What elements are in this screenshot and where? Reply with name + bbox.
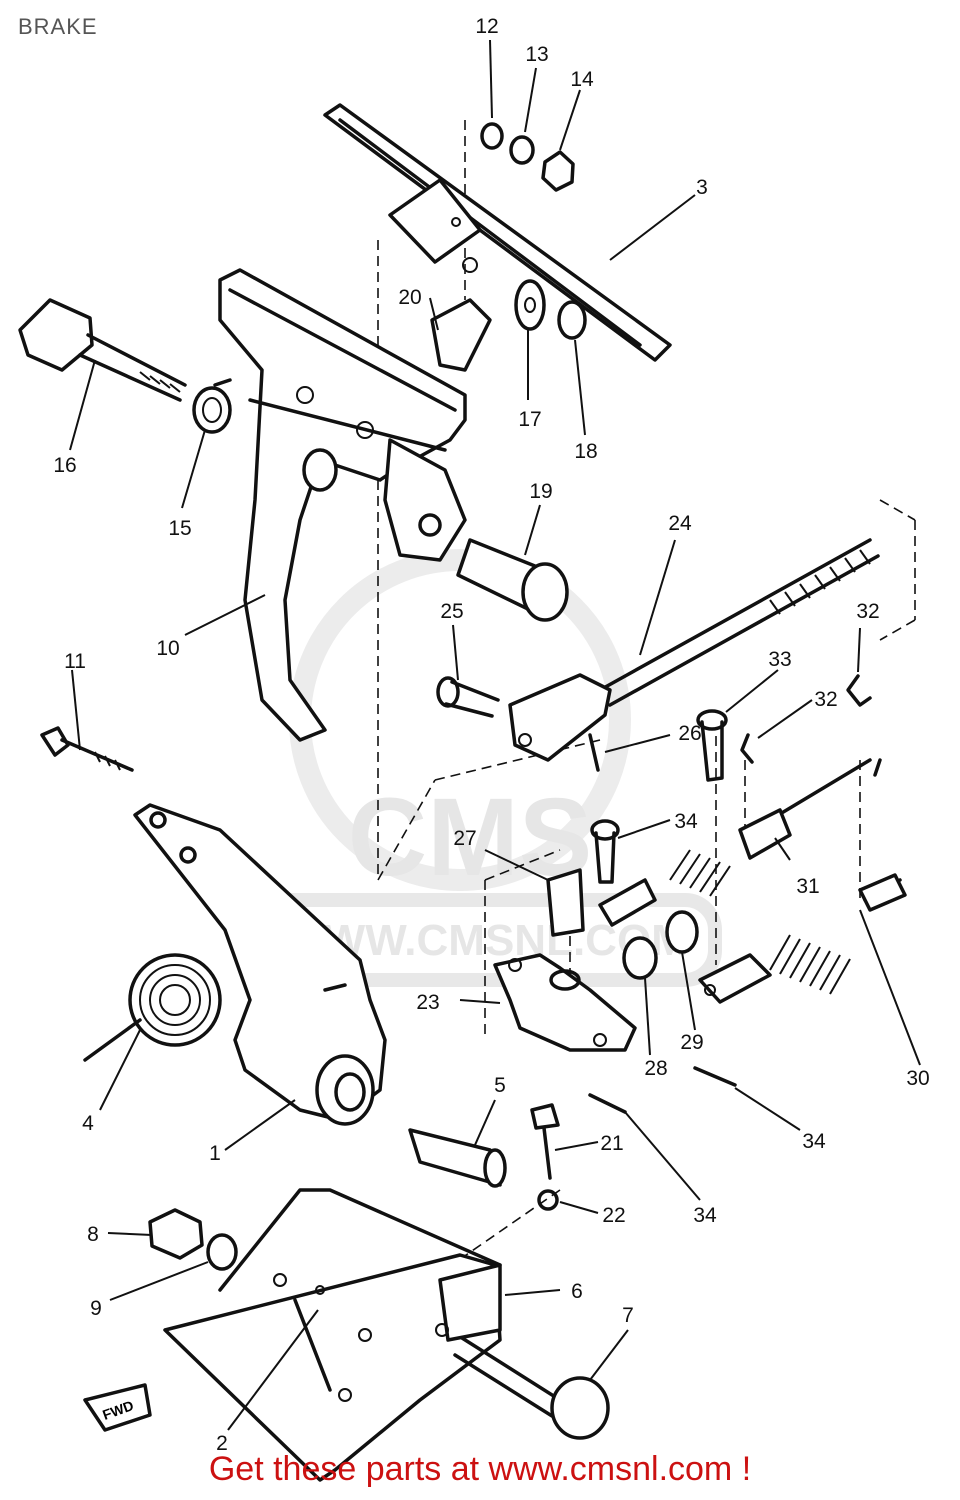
fwd-arrow-icon: FWD [83,1383,152,1432]
brake-exploded-diagram: CMS WWW.CMSNL.COM [18,15,930,1482]
callout-8: 8 [87,1223,99,1246]
part-31-cable [598,758,882,927]
part-11-bolt [40,726,134,772]
callout-7: 7 [622,1304,634,1327]
part-25-clevis-pin [436,676,500,718]
callout-23: 23 [416,991,439,1014]
part-23-link-bracket [493,953,637,1052]
callout-1: 1 [209,1142,221,1165]
callout-5: 5 [494,1074,506,1097]
part-33-clevis-pins [590,709,728,884]
callout-11: 11 [64,650,86,673]
callout-17: 17 [518,408,541,431]
callout-29: 29 [680,1031,703,1054]
parts-28-29-bushings [622,910,699,980]
callout-34-right: 34 [802,1130,826,1153]
leader-lines [69,39,921,1431]
callout-6: 6 [571,1280,583,1303]
part-5-shaft [408,1128,507,1188]
callout-14: 14 [570,68,594,91]
part-4-spring [83,953,222,1062]
callout-30: 30 [906,1067,929,1090]
part-7-long-bolt [453,1336,610,1440]
part-15-spring [192,378,232,434]
callout-20: 20 [398,286,421,309]
callout-15: 15 [168,517,191,540]
callout-16: 16 [53,454,76,477]
callout-18: 18 [574,440,597,463]
parts-17-18-washers [514,279,587,340]
callout-33-upper: 33 [768,648,791,671]
callout-32-upper: 32 [856,600,879,623]
part-19-pin [456,538,569,622]
part-34-cotter-pins [588,1066,737,1114]
callout-13: 13 [525,43,548,66]
part-26-cotter-pin [588,733,600,772]
diagram-title: BRAKE [18,14,98,39]
part-10-pedal-arm [218,268,467,742]
callout-12: 12 [475,15,498,38]
callout-21: 21 [600,1132,623,1155]
part-32-clips [740,674,872,764]
callout-3: 3 [696,176,708,199]
part-20-collar [430,298,492,372]
callout-25: 25 [440,600,463,623]
callout-9: 9 [90,1297,102,1320]
part-24-rod [508,538,880,762]
callout-34-lower: 34 [693,1204,717,1227]
part-27-pin [546,868,585,937]
callout-32-lower: 32 [814,688,837,711]
callout-2: 2 [216,1432,228,1455]
callout-28: 28 [644,1057,667,1080]
callout-26: 26 [678,722,701,745]
part-3-pedal-pad [323,103,672,362]
parts-8-9-nut-washer [148,1208,238,1271]
callout-4: 4 [82,1112,94,1135]
footer-link-text[interactable]: Get these parts at www.cmsnl.com ! [208,1450,752,1488]
callout-labels: 12 13 14 3 20 17 18 16 15 19 24 32 25 10… [53,15,929,1455]
callout-24: 24 [668,512,692,535]
callout-27: 27 [453,827,476,850]
part-1-bracket [133,803,387,1126]
callout-22: 22 [602,1204,625,1227]
part-30-spring-assembly [698,873,907,1004]
parts-21-22-bolt-nut [530,1103,560,1211]
part-6-base-bracket [163,1188,502,1482]
callout-19: 19 [529,480,552,503]
parts-12-13-14-washers-nut [480,122,575,192]
callout-10: 10 [156,637,179,660]
callout-31: 31 [796,875,819,898]
part-16-bolt [18,298,187,402]
callout-33-lower: 34 [674,810,698,833]
